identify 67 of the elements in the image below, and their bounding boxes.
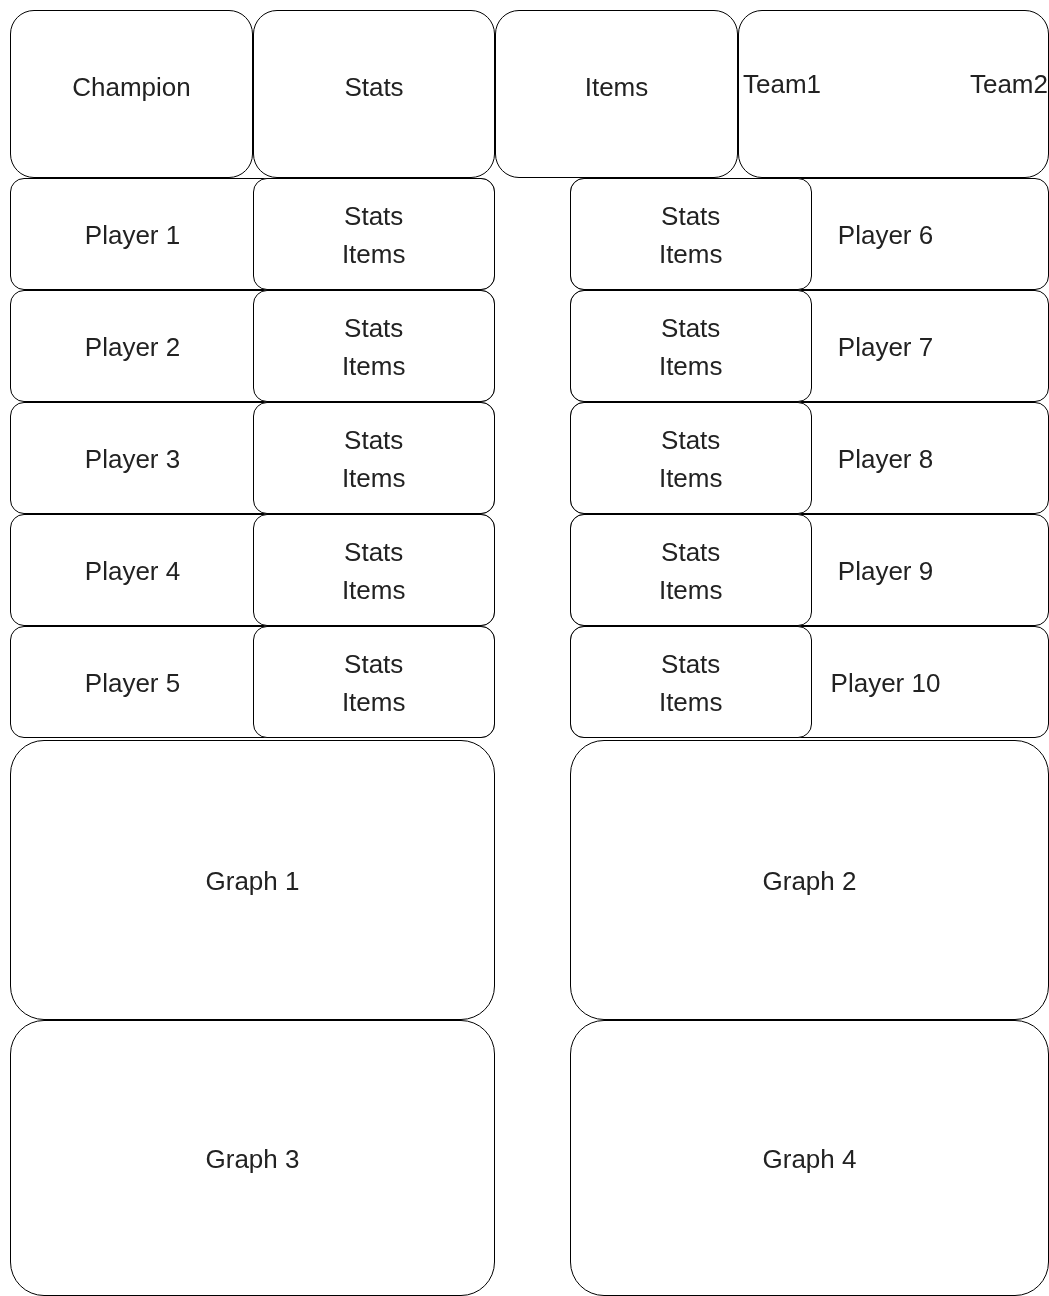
player-row bbox=[10, 402, 495, 514]
box-label: Player 10 bbox=[829, 667, 942, 700]
box-label: Items bbox=[340, 349, 407, 383]
player-row bbox=[10, 626, 495, 738]
player-row bbox=[10, 178, 495, 290]
stats-items-box bbox=[252, 513, 495, 626]
graph-panel bbox=[570, 1020, 1049, 1296]
header-box bbox=[495, 10, 738, 178]
stats-items-box bbox=[569, 289, 812, 402]
box-label: Stats bbox=[660, 535, 722, 569]
box-label: Stats bbox=[660, 647, 722, 681]
box-label: Items bbox=[340, 685, 407, 719]
box-label: Items bbox=[657, 349, 724, 383]
box-label: Player 4 bbox=[83, 555, 182, 588]
box-label: Stats bbox=[343, 423, 405, 457]
box-label: Player 6 bbox=[836, 219, 935, 252]
box-label: Graph 2 bbox=[761, 865, 858, 898]
player-row bbox=[570, 514, 1049, 626]
box-label: Graph 4 bbox=[761, 1143, 858, 1176]
box-label: Team2 bbox=[969, 68, 1048, 101]
graph-panel bbox=[570, 740, 1049, 1020]
box-label: Team1 bbox=[743, 68, 822, 101]
stats-items-box bbox=[252, 289, 495, 402]
stats-items-box bbox=[569, 177, 812, 290]
graph-panel bbox=[10, 740, 495, 1020]
box-label: Champion bbox=[71, 71, 192, 104]
stats-items-box bbox=[569, 401, 812, 514]
box-label: Stats bbox=[343, 311, 405, 345]
player-row bbox=[570, 290, 1049, 402]
box-label: Items bbox=[657, 237, 724, 271]
box-label: Player 1 bbox=[83, 219, 182, 252]
box-label: Stats bbox=[660, 423, 722, 457]
box-label: Items bbox=[340, 237, 407, 271]
box-label: Stats bbox=[343, 71, 405, 104]
player-row bbox=[10, 290, 495, 402]
header-box bbox=[253, 10, 495, 178]
box-label: Stats bbox=[343, 647, 405, 681]
box-label: Stats bbox=[343, 535, 405, 569]
box-label: Player 3 bbox=[83, 443, 182, 476]
box-label: Graph 3 bbox=[204, 1143, 301, 1176]
box-label: Items bbox=[340, 461, 407, 495]
box-label: Player 9 bbox=[836, 555, 935, 588]
box-label: Stats bbox=[660, 199, 722, 233]
stats-items-box bbox=[252, 177, 495, 290]
box-label: Graph 1 bbox=[204, 865, 301, 898]
stats-items-box bbox=[252, 401, 495, 514]
box-label: Items bbox=[340, 573, 407, 607]
player-row bbox=[570, 178, 1049, 290]
stats-items-box bbox=[569, 625, 812, 738]
box-label: Items bbox=[657, 573, 724, 607]
player-row bbox=[570, 402, 1049, 514]
box-label: Items bbox=[583, 71, 650, 104]
box-label: Player 5 bbox=[83, 667, 182, 700]
box-label: Items bbox=[657, 685, 724, 719]
box-label: Player 7 bbox=[836, 331, 935, 364]
box-label: Items bbox=[657, 461, 724, 495]
stats-items-box bbox=[252, 625, 495, 738]
header-box bbox=[738, 10, 1049, 178]
player-row bbox=[10, 514, 495, 626]
box-label: Player 2 bbox=[83, 331, 182, 364]
player-row bbox=[570, 626, 1049, 738]
box-label: Stats bbox=[660, 311, 722, 345]
graph-panel bbox=[10, 1020, 495, 1296]
header-box bbox=[10, 10, 253, 178]
box-label: Stats bbox=[343, 199, 405, 233]
box-label: Player 8 bbox=[836, 443, 935, 476]
stats-items-box bbox=[569, 513, 812, 626]
